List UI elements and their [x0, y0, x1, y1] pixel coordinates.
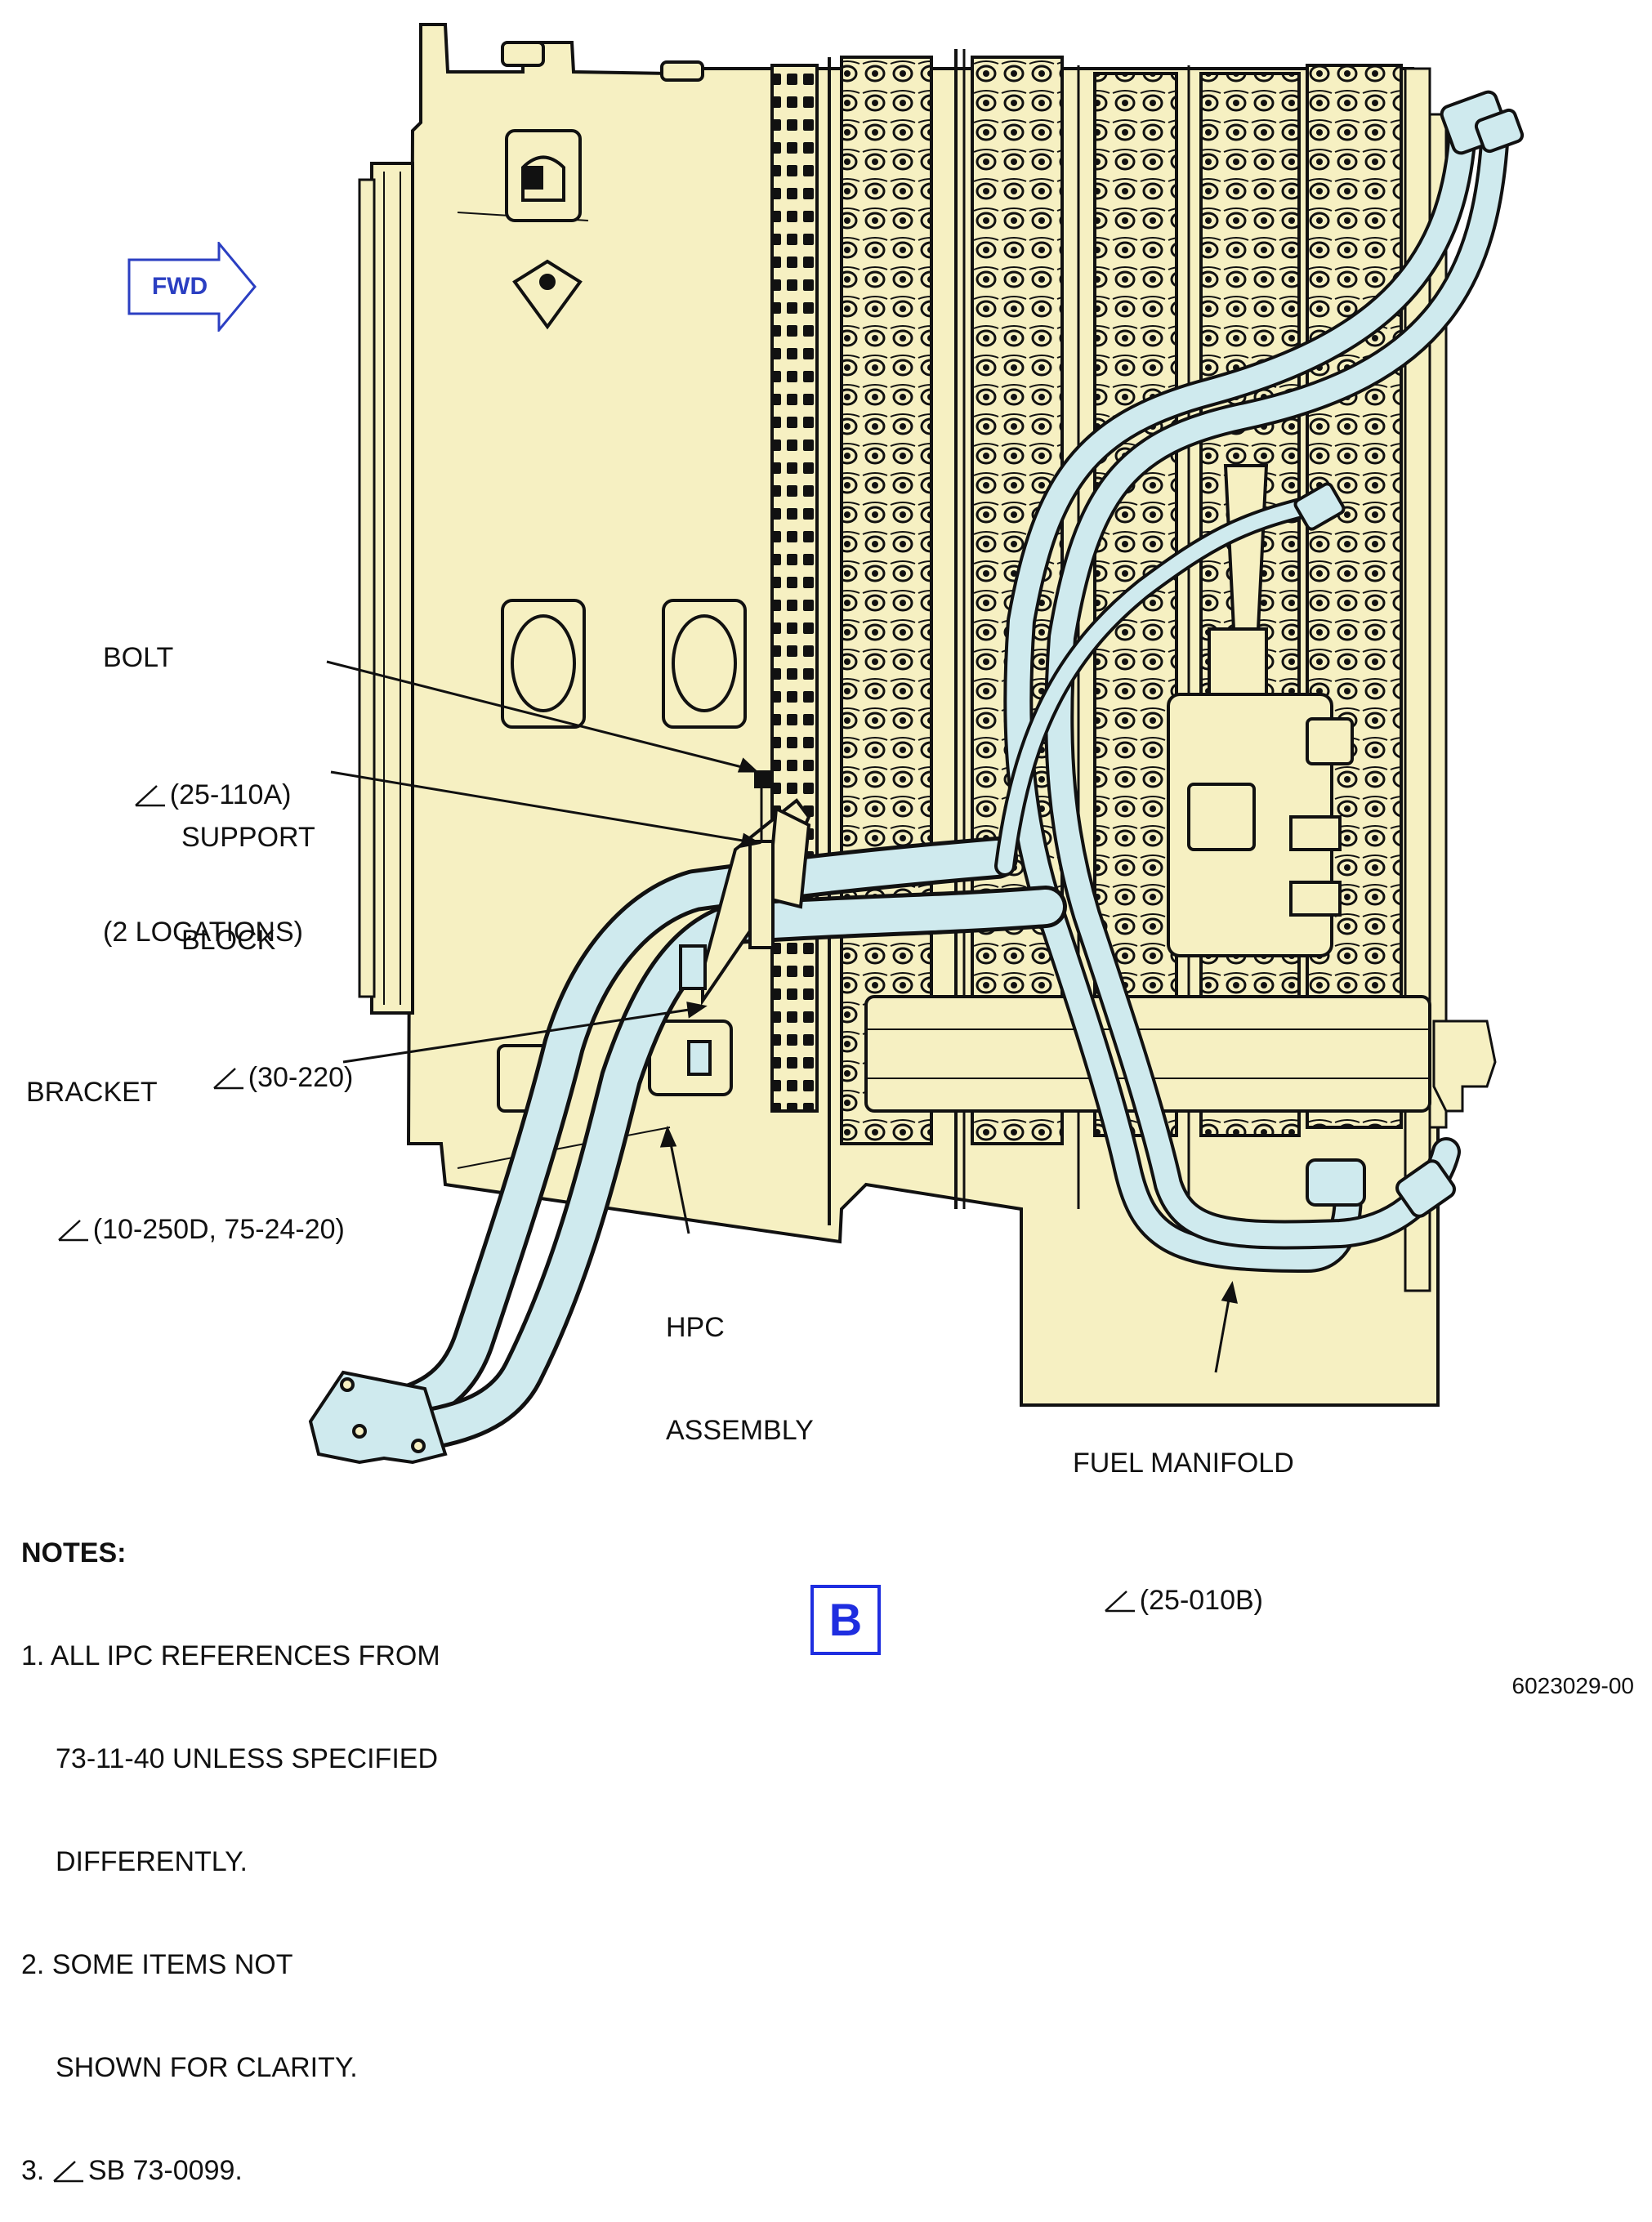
effectivity-triangle-icon [57, 1220, 88, 1242]
support-block-ref: (30-220) [248, 1062, 354, 1093]
callout-bracket: BRACKET (10-250D, 75-24-20) [26, 1006, 345, 1315]
borescope-ports [497, 41, 747, 1113]
view-label-box: B [810, 1585, 881, 1655]
support-block-label-2: BLOCK [181, 925, 276, 956]
manifold-fittings [1293, 90, 1525, 1218]
effectivity-triangle-icon [134, 785, 165, 807]
bolt-label: BOLT [103, 642, 174, 673]
note-1-line-2: 73-11-40 UNLESS SPECIFIED [56, 1743, 438, 1774]
notes-block: NOTES: 1. ALL IPC REFERENCES FROM 73-11-… [21, 1467, 440, 2222]
callout-fuel-manifold: FUEL MANIFOLD (25-010B) [1073, 1377, 1294, 1686]
hpc-assembly-label-1: HPC [666, 1312, 725, 1343]
support-block-label-1: SUPPORT [181, 822, 315, 853]
leader-lines [326, 660, 1238, 1373]
effectivity-triangle-icon [1104, 1591, 1135, 1613]
bracket-ref: (10-250D, 75-24-20) [92, 1214, 345, 1245]
effectivity-triangle-icon [212, 1068, 243, 1090]
notes-heading: NOTES: [21, 1537, 127, 1568]
callout-support-block: SUPPORT BLOCK (30-220) [181, 752, 353, 1163]
fwd-label: FWD [151, 273, 208, 300]
fuel-manifold-tubing [355, 116, 1510, 1451]
bolt-ref: (25-110A) [169, 779, 292, 810]
fwd-arrow-icon [127, 242, 257, 332]
note-2-line-2: SHOWN FOR CLARITY. [56, 2052, 358, 2083]
bracket-label: BRACKET [26, 1077, 158, 1108]
effectivity-triangle-icon [52, 2161, 83, 2183]
valve-block [864, 464, 1431, 1113]
hpc-fuel-manifold-illustration [308, 23, 1525, 1465]
bolt-qty: (2 LOCATIONS) [103, 917, 303, 948]
fuel-manifold-ref: (25-010B) [1139, 1585, 1263, 1616]
hpc-assembly-label-2: ASSEMBLY [666, 1415, 814, 1446]
bracket-assembly [679, 770, 811, 1076]
figure-id: 6023029-00 [1511, 1673, 1634, 1698]
callout-bolt: BOLT (25-110A) (2 LOCATIONS) [103, 572, 303, 984]
note-1-line-3: DIFFERENTLY. [56, 1846, 248, 1877]
manifold-mounting-flange [308, 1370, 448, 1465]
note-1-line-1: 1. ALL IPC REFERENCES FROM [21, 1640, 440, 1671]
fuel-manifold-label: FUEL MANIFOLD [1073, 1448, 1294, 1479]
note-3-prefix: 3. [21, 2155, 45, 2186]
note-3-text: SB 73-0099. [87, 2155, 243, 2186]
callout-hpc-assembly: HPC ASSEMBLY [666, 1242, 814, 1482]
note-2-line-1: 2. SOME ITEMS NOT [21, 1949, 293, 1980]
